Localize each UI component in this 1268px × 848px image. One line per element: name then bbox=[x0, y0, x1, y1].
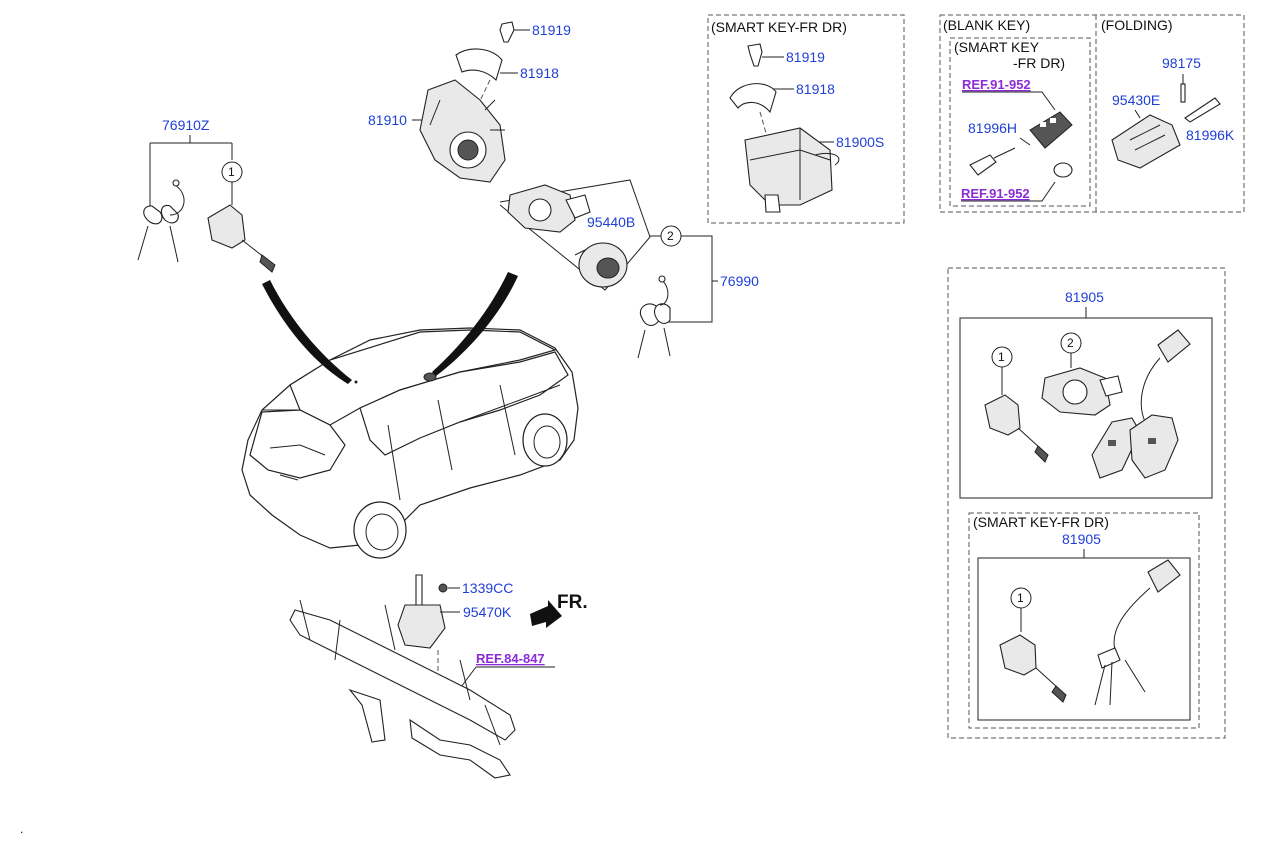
part-number-95470K[interactable]: 95470K bbox=[463, 604, 512, 620]
callout-number: 1 bbox=[1017, 591, 1024, 605]
front-direction-label: FR. bbox=[557, 592, 588, 613]
smart-key-fr-dr-panel: (SMART KEY-FR DR) 81919 81918 81900S bbox=[707, 14, 905, 224]
antenna-crossbar-group: 1339CC 95470K FR. REF.84-847 bbox=[289, 574, 588, 779]
part-number-95430E[interactable]: 95430E bbox=[1112, 92, 1160, 108]
part-number-81910[interactable]: 81910 bbox=[368, 112, 407, 128]
door-key-cylinder-group: 76910Z 1 bbox=[137, 117, 276, 273]
pointer-arrow-left bbox=[262, 280, 352, 384]
part-number-81996K[interactable]: 81996K bbox=[1186, 127, 1235, 143]
part-number-76910Z[interactable]: 76910Z bbox=[162, 117, 210, 133]
ignition-lock-group: 81919 81918 81910 bbox=[368, 21, 571, 183]
ref-91-952-link-top[interactable]: REF.91-952 bbox=[962, 77, 1031, 92]
part-number-81918-box[interactable]: 81918 bbox=[796, 81, 835, 97]
callout-number: 2 bbox=[667, 229, 674, 243]
part-number-81996H[interactable]: 81996H bbox=[968, 120, 1017, 136]
smart-key-fr-dr-header: (SMART KEY-FR DR) bbox=[711, 19, 847, 35]
ref-91-952-link-bottom[interactable]: REF.91-952 bbox=[961, 186, 1030, 201]
part-number-81918-top[interactable]: 81918 bbox=[520, 65, 559, 81]
folding-header: (FOLDING) bbox=[1101, 17, 1173, 33]
part-number-81919-top[interactable]: 81919 bbox=[532, 22, 571, 38]
part-number-81905-top[interactable]: 81905 bbox=[1065, 289, 1104, 305]
front-direction-arrow bbox=[530, 600, 562, 628]
footer-mark: . bbox=[20, 822, 23, 836]
part-number-1339CC[interactable]: 1339CC bbox=[462, 580, 513, 596]
smart-key-inner-header-line2: -FR DR) bbox=[1013, 55, 1065, 71]
part-number-95440B[interactable]: 95440B bbox=[587, 214, 635, 230]
vehicle-illustration bbox=[241, 327, 579, 559]
smart-key-inner-header-line1: (SMART KEY bbox=[954, 39, 1040, 55]
smart-key-module-group: 95440B 2 76990 bbox=[499, 179, 759, 359]
callout-number: 1 bbox=[998, 350, 1005, 364]
pointer-arrow-right bbox=[432, 272, 518, 376]
callout-number: 2 bbox=[1067, 336, 1074, 350]
part-number-81919-box[interactable]: 81919 bbox=[786, 49, 825, 65]
blank-key-folding-panel: (BLANK KEY) (FOLDING) (SMART KEY -FR DR)… bbox=[939, 14, 1245, 213]
ref-84-847-link[interactable]: REF.84-847 bbox=[476, 651, 545, 666]
blank-key-header: (BLANK KEY) bbox=[943, 17, 1030, 33]
key-set-kit-panel: 81905 1 2 (SMART KEY-FR DR) 81905 1 bbox=[947, 267, 1226, 739]
part-number-81900S[interactable]: 81900S bbox=[836, 134, 884, 150]
part-number-76990[interactable]: 76990 bbox=[720, 273, 759, 289]
part-number-81905-bottom[interactable]: 81905 bbox=[1062, 531, 1101, 547]
smart-key-fr-dr-kit-header: (SMART KEY-FR DR) bbox=[973, 514, 1109, 530]
callout-number: 1 bbox=[228, 165, 235, 179]
part-number-98175[interactable]: 98175 bbox=[1162, 55, 1201, 71]
